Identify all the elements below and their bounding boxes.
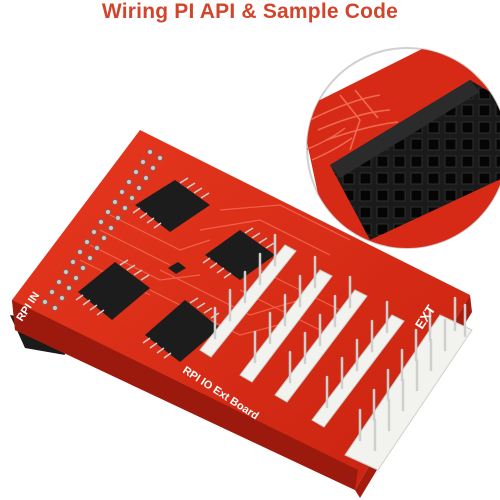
pin-header-column: [274, 275, 368, 403]
pin-header-column: [311, 300, 405, 428]
pcb-board: RPI IN RPI IO Ext Board EXT: [10, 130, 473, 498]
ext-pin-header: [344, 296, 473, 471]
transistor: [168, 262, 186, 274]
ic-chip: [132, 177, 210, 232]
left-pin-header: [42, 149, 163, 311]
pin-header-column: [239, 255, 333, 383]
page-title: Wiring PI API & Sample Code: [101, 0, 399, 23]
ic-chip: [75, 259, 150, 320]
zoom-detail: [306, 47, 500, 249]
pin-header-column: [199, 233, 297, 358]
ic-chip: [202, 227, 275, 280]
